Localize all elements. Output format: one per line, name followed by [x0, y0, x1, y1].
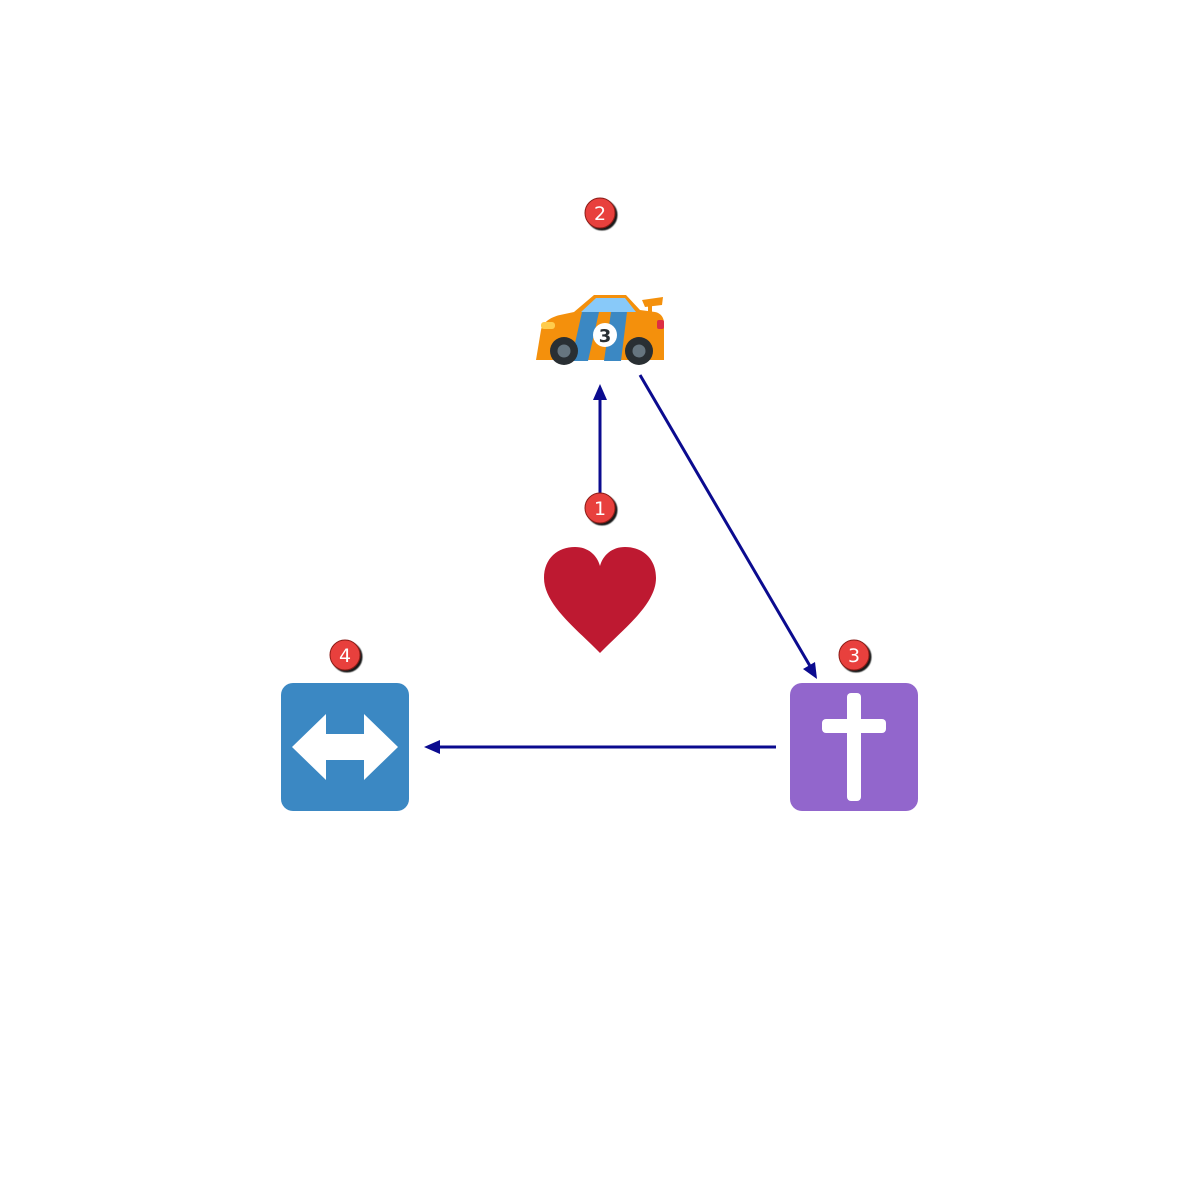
badge-4: 4: [329, 639, 361, 671]
node-heart: [544, 547, 656, 653]
badge-1: 1: [584, 492, 616, 524]
node-left-right-arrow: [281, 683, 409, 811]
node-cross: [790, 683, 918, 811]
badge-3: 3: [838, 639, 870, 671]
badge-3-label: 3: [848, 645, 860, 667]
edge-race-car-to-cross: [638, 374, 817, 679]
heart-icon: [544, 547, 656, 653]
car-number-label: 3: [599, 326, 612, 347]
badge-1-label: 1: [594, 498, 606, 520]
badge-2: 2: [584, 197, 616, 229]
edge-cross-to-left-right-arrow: [424, 740, 776, 754]
edge-heart-to-race-car: [593, 384, 607, 495]
badge-2-label: 2: [594, 203, 606, 225]
latin-cross-icon: [790, 683, 918, 811]
node-race-car: 3: [536, 295, 664, 365]
race-car-icon: 3: [536, 295, 664, 365]
left-right-arrow-icon: [281, 683, 409, 811]
badge-4-label: 4: [339, 645, 351, 667]
